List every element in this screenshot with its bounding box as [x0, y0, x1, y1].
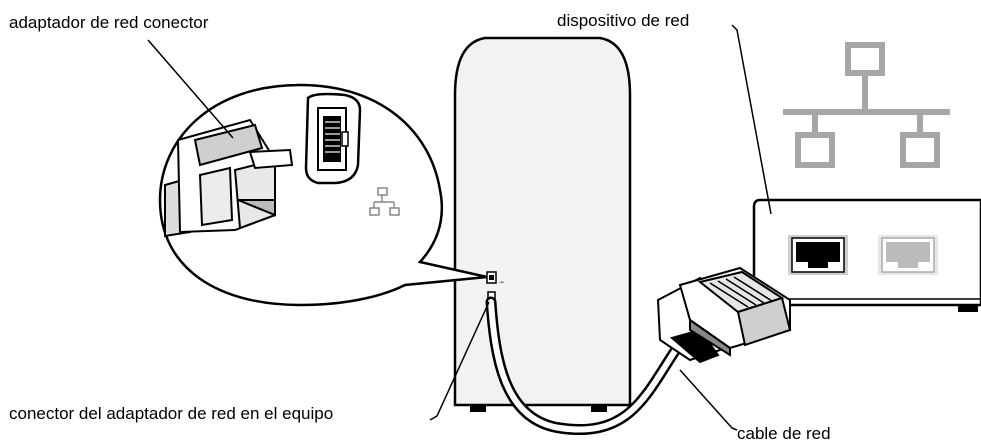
ethernet-port-icon: [304, 92, 362, 185]
leader-pc-connector: [429, 301, 490, 421]
device-port-active: [788, 235, 848, 275]
network-device-box: [752, 198, 981, 312]
computer-tower: [453, 36, 632, 412]
network-device-label: dispositivo de red: [557, 11, 690, 30]
network-topology-icon: [783, 42, 950, 168]
leader-lines: [147, 24, 772, 431]
network-cable-label: cable de red: [737, 424, 831, 443]
leader-cable: [679, 369, 738, 431]
leader-adapter: [147, 39, 234, 139]
pc-adapter-connector-label: conector del adaptador de red en el equi…: [9, 404, 334, 423]
adapter-connector-label: adaptador de red conector: [9, 13, 209, 32]
network-cable: [485, 296, 696, 435]
leader-device: [731, 24, 772, 215]
large-rj45-plug-icon: [656, 266, 792, 364]
rj45-plug-icon: [164, 118, 294, 238]
small-network-icon: [369, 187, 400, 216]
device-port-inactive: [878, 235, 938, 275]
